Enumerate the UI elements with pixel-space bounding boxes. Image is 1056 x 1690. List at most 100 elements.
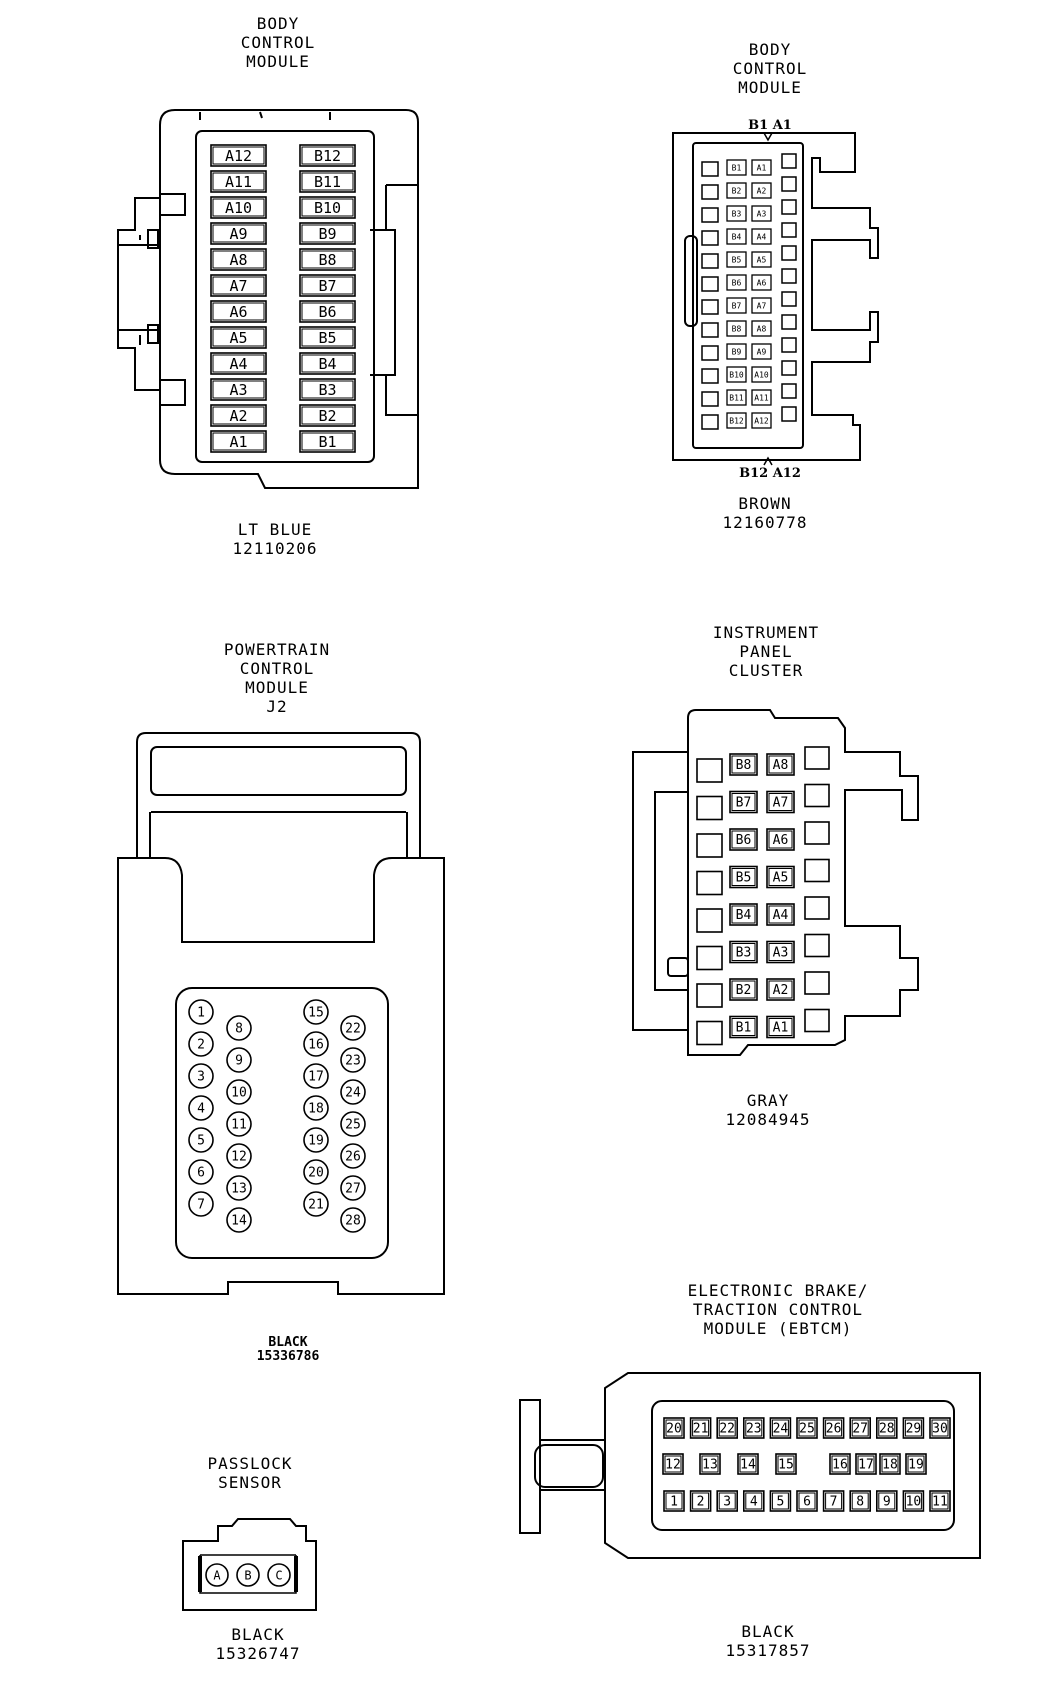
pin-b3-label: B3 (318, 381, 336, 399)
pin-b7-label: B7 (736, 796, 752, 811)
pin-17-label: 17 (308, 1070, 324, 1085)
pin-b6: B6 (726, 274, 747, 291)
pin-4: 4 (188, 1095, 214, 1121)
ipc-color: GRAY 12084945 (725, 1091, 811, 1129)
pin-19-label: 19 (308, 1134, 324, 1149)
empty-cavity (701, 276, 719, 292)
pin-b5-label: B5 (736, 871, 752, 886)
pin-3-label: 3 (197, 1070, 205, 1085)
pin-a5: A5 (210, 326, 267, 349)
pin-21-label: 21 (308, 1198, 324, 1213)
latch-cavity (804, 858, 830, 883)
pin-4-label: 4 (197, 1102, 205, 1117)
pin-20: 20 (663, 1417, 685, 1439)
pin-a10: A10 (751, 366, 772, 383)
pin-29: 29 (902, 1417, 925, 1439)
pin-b-label: B (244, 1568, 251, 1582)
pin-a7-label: A7 (773, 796, 789, 811)
pin-25-label: 25 (799, 1422, 815, 1437)
pin-11: 11 (929, 1490, 951, 1512)
latch-cavity (781, 360, 797, 376)
pin-a5-label: A5 (757, 255, 767, 264)
pin-3: 3 (716, 1490, 739, 1512)
ebtcm-color: BLACK 15317857 (725, 1622, 811, 1660)
pin-20-label: 20 (308, 1166, 324, 1181)
pin-a2-label: A2 (229, 407, 247, 425)
pin-b7-label: B7 (318, 277, 336, 295)
empty-cavity (696, 945, 723, 971)
latch-cavity (781, 176, 797, 192)
pin-b1-label: B1 (736, 1021, 752, 1036)
latch-cavity (781, 199, 797, 215)
pin-25-label: 25 (345, 1118, 361, 1133)
empty-cavity (701, 253, 719, 269)
pin-22-label: 22 (719, 1422, 735, 1437)
pin-a3: A3 (766, 940, 795, 964)
pin-6-label: 6 (197, 1166, 205, 1181)
pin-a12-label: A12 (754, 416, 769, 425)
empty-cavity (701, 299, 719, 315)
empty-cavity (701, 230, 719, 246)
pin-b2-label: B2 (318, 407, 336, 425)
pin-1-label: 1 (197, 1006, 205, 1021)
pin-b: B (236, 1563, 260, 1587)
pin-6: 6 (796, 1490, 818, 1512)
pin-a6: A6 (766, 828, 795, 851)
pin-1: 1 (188, 999, 214, 1025)
pin-a7-label: A7 (229, 277, 247, 295)
pin-a5-label: A5 (773, 871, 789, 886)
pin-10: 10 (226, 1079, 252, 1105)
pin-20-label: 20 (666, 1422, 682, 1437)
pin-a11-label: A11 (754, 393, 769, 402)
latch-cavity (781, 337, 797, 353)
pin-11: 11 (226, 1111, 252, 1137)
pin-a5: A5 (766, 865, 795, 889)
pin-12-label: 12 (665, 1458, 681, 1473)
latch-cavity (781, 314, 797, 330)
latch-cavity (781, 291, 797, 307)
pin-9-label: 9 (883, 1495, 891, 1510)
pin-19: 19 (905, 1453, 927, 1475)
pin-10-label: 10 (906, 1495, 922, 1510)
pin-2: 2 (689, 1490, 712, 1512)
pin-12-label: 12 (231, 1150, 247, 1165)
pin-10-label: 10 (231, 1086, 247, 1101)
pin-a6-label: A6 (229, 303, 247, 321)
pin-b11: B11 (299, 170, 356, 193)
pin-b6: B6 (729, 828, 758, 851)
pin-b9-label: B9 (318, 225, 336, 243)
pin-a2-label: A2 (757, 186, 767, 195)
pin-11-label: 11 (932, 1495, 948, 1510)
pin-b6-label: B6 (736, 833, 752, 848)
latch-cavity (781, 383, 797, 399)
pin-c: C (267, 1563, 291, 1587)
pcm-connector: 1234567891011121314151617181920212223242… (117, 732, 445, 1295)
pin-5: 5 (769, 1490, 792, 1512)
pin-b9: B9 (299, 222, 356, 245)
pin-a11: A11 (210, 170, 267, 193)
pin-17-label: 17 (858, 1458, 874, 1473)
pin-20: 20 (303, 1159, 329, 1185)
pin-15: 15 (303, 999, 329, 1025)
pin-b10: B10 (726, 366, 747, 383)
pin-27-label: 27 (345, 1182, 361, 1197)
latch-cavity (804, 746, 830, 770)
pin-a12-label: A12 (225, 147, 252, 165)
pin-15: 15 (775, 1453, 797, 1475)
pin-2-label: 2 (197, 1038, 205, 1053)
pin-b2: B2 (729, 978, 758, 1001)
pin-a6: A6 (751, 274, 772, 291)
passlock-color: BLACK 15326747 (215, 1625, 301, 1663)
pin-a2: A2 (766, 978, 795, 1001)
latch-cavity (804, 971, 830, 995)
pin-26: 26 (822, 1417, 845, 1439)
pin-b7: B7 (299, 274, 356, 297)
pin-b1-label: B1 (732, 163, 742, 172)
pin-b2: B2 (299, 404, 356, 427)
empty-cavity (696, 833, 723, 858)
empty-cavity (701, 368, 719, 384)
